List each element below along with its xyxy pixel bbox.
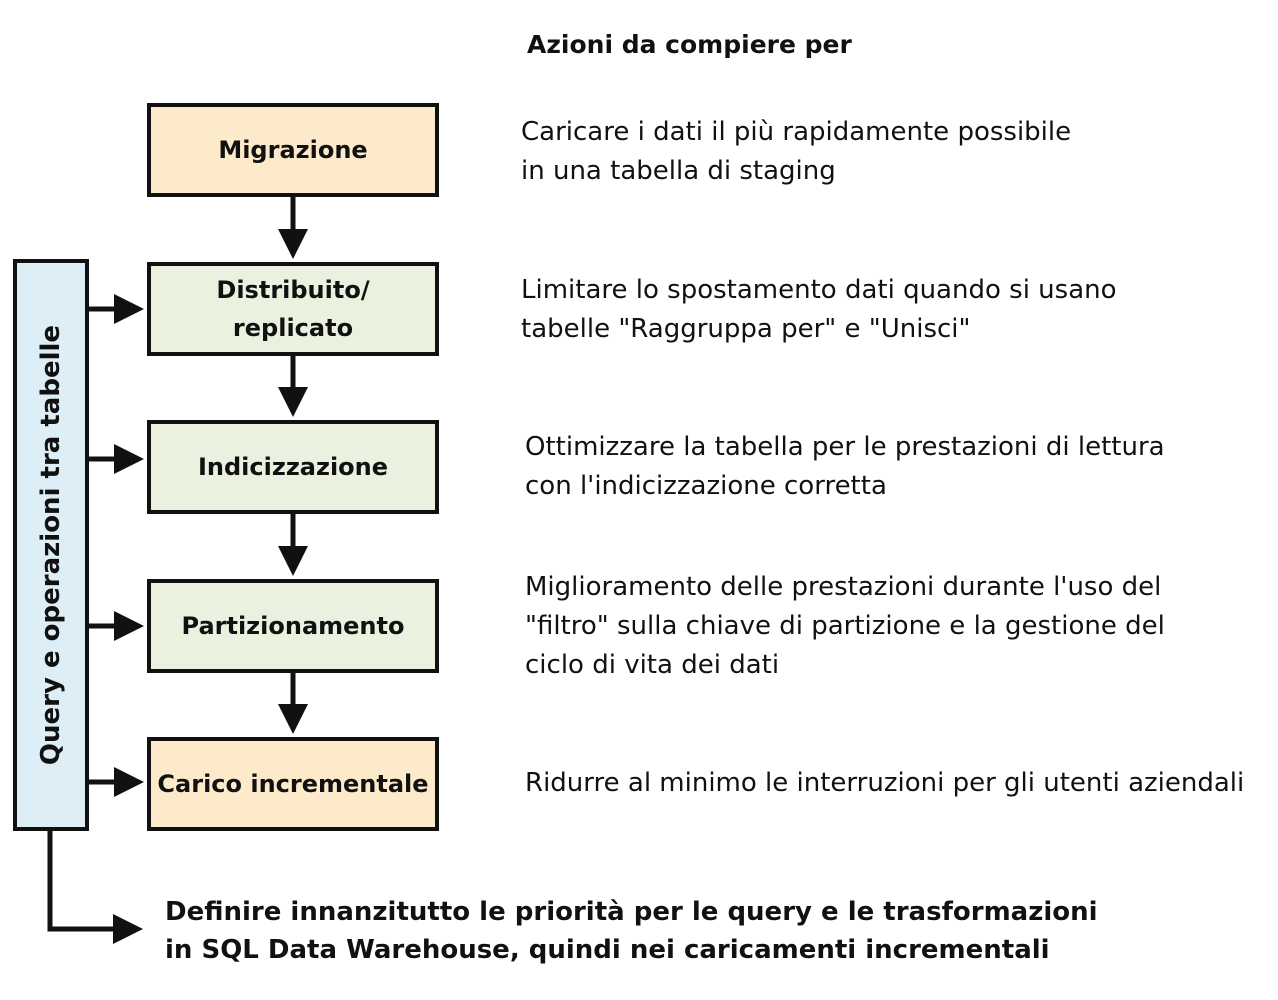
description-line: Caricare i dati il più rapidamente possi… bbox=[521, 117, 1072, 147]
step-box-indicizzazione: Indicizzazione bbox=[147, 420, 439, 514]
description-line: Ridurre al minimo le interruzioni per gl… bbox=[525, 768, 1245, 798]
step-box-partizionamento: Partizionamento bbox=[147, 579, 439, 673]
description-line: con l'indicizzazione corretta bbox=[525, 471, 887, 501]
description-line: tabelle "Raggruppa per" e "Unisci" bbox=[521, 314, 971, 344]
step-label: Migrazione bbox=[218, 136, 368, 164]
footer-line: Definire innanzitutto le priorità per le… bbox=[165, 897, 1098, 927]
footer-note: Definire innanzitutto le priorità per le… bbox=[165, 893, 1098, 969]
diagram-heading: Azioni da compiere per bbox=[527, 30, 852, 59]
side-bar: Query e operazioni tra tabelle bbox=[13, 259, 89, 831]
step-description-distribuito: Limitare lo spostamento dati quando si u… bbox=[521, 271, 1117, 349]
step-box-carico-incrementale: Carico incrementale bbox=[147, 737, 439, 831]
step-box-distribuito: Distribuito/ replicato bbox=[147, 262, 439, 356]
step-description-partizionamento: Miglioramento delle prestazioni durante … bbox=[525, 568, 1165, 685]
step-description-migrazione: Caricare i dati il più rapidamente possi… bbox=[521, 113, 1071, 191]
step-label: Partizionamento bbox=[181, 612, 405, 640]
footer-line: in SQL Data Warehouse, quindi nei carica… bbox=[165, 935, 1050, 965]
description-line: Ottimizzare la tabella per le prestazion… bbox=[525, 432, 1165, 462]
step-label: replicato bbox=[232, 314, 354, 342]
description-line: Limitare lo spostamento dati quando si u… bbox=[521, 275, 1117, 305]
description-line: "filtro" sulla chiave di partizione e la… bbox=[525, 611, 1165, 641]
arrow-footer bbox=[47, 831, 143, 944]
step-label: Indicizzazione bbox=[197, 453, 389, 481]
description-line: Miglioramento delle prestazioni durante … bbox=[525, 572, 1162, 602]
description-line: ciclo di vita dei dati bbox=[525, 650, 780, 680]
step-description-indicizzazione: Ottimizzare la tabella per le prestazion… bbox=[525, 428, 1165, 506]
step-box-migrazione: Migrazione bbox=[147, 103, 439, 197]
step-label: Carico incrementale bbox=[157, 770, 429, 798]
description-line: in una tabella di staging bbox=[521, 156, 836, 186]
step-description-carico-incrementale: Ridurre al minimo le interruzioni per gl… bbox=[525, 764, 1244, 803]
step-label: Distribuito/ bbox=[216, 276, 370, 304]
